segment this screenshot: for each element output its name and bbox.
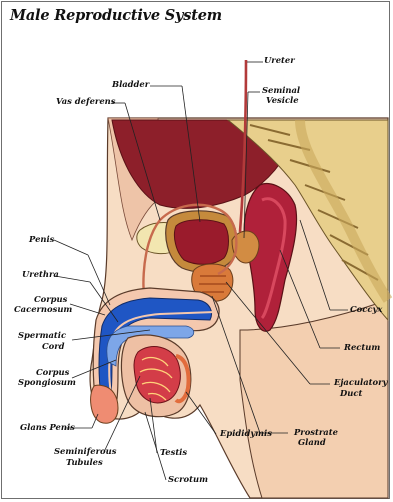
label-spermatic-cord-2: Cord [42, 342, 65, 352]
label-corpus-spongiosum-2: Spongiosum [18, 378, 76, 388]
label-glans-penis: Glans Penis [20, 423, 75, 433]
label-corpus-cavernosum-2: Cacernosum [14, 305, 72, 315]
label-rectum: Rectum [344, 343, 380, 353]
label-vas-deferens: Vas deferens [56, 97, 115, 107]
label-epididymis: Epididymis [220, 429, 272, 439]
label-ejaculatory-duct-2: Duct [340, 389, 362, 399]
label-spermatic-cord-1: Spermatic [18, 331, 66, 341]
label-seminal-vesicle-2: Vesicle [266, 96, 299, 106]
label-bladder: Bladder [112, 80, 149, 90]
label-scrotum: Scrotum [168, 475, 208, 485]
label-prostrate-gland-2: Gland [298, 438, 326, 448]
label-seminiferous-tubules-1: Seminiferous [54, 447, 116, 457]
label-ureter: Ureter [264, 56, 295, 66]
label-ejaculatory-duct-1: Ejaculatory [334, 378, 387, 388]
label-seminiferous-tubules-2: Tubules [66, 458, 103, 468]
label-coccyx: Coccyx [350, 305, 382, 315]
label-testis: Testis [160, 448, 187, 458]
label-urethra: Urethra [22, 270, 59, 280]
label-penis: Penis [29, 235, 54, 245]
